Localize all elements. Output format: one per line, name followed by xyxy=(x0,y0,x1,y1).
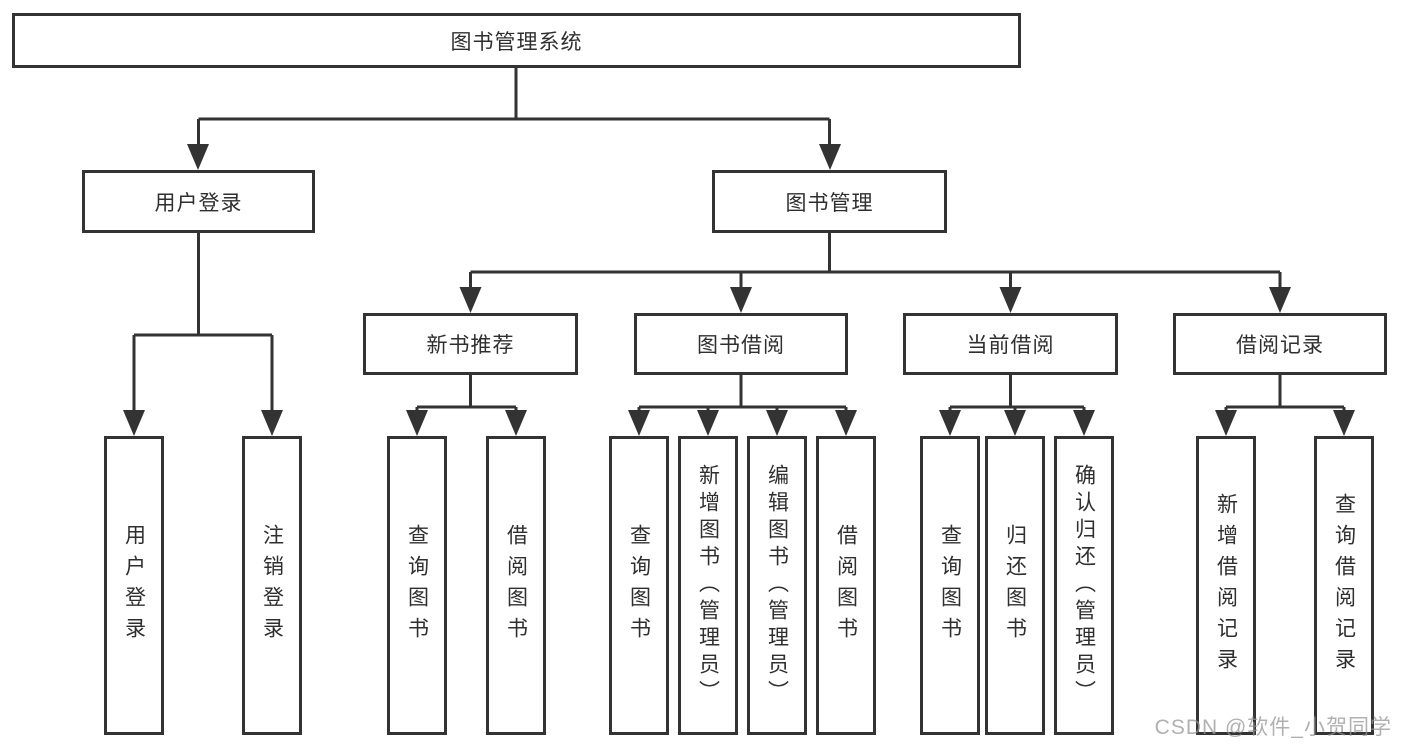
node-borrow-records-label: 借阅记录 xyxy=(1236,334,1324,357)
arrow-down-icon xyxy=(1004,410,1026,436)
arrow-down-icon xyxy=(999,287,1022,313)
arrow-down-icon xyxy=(1333,410,1355,436)
arrow-down-icon xyxy=(628,410,650,436)
arrow-down-icon xyxy=(1073,410,1095,436)
node-user-login: 用户登录 xyxy=(82,170,315,233)
leaf-confirm-return: 确认归还（管理员） xyxy=(1054,436,1114,735)
node-book-mgmt-label: 图书管理 xyxy=(785,191,874,215)
leaf-borrow-book-2-label: 借阅图书 xyxy=(834,523,858,648)
leaf-borrow-book-1: 借阅图书 xyxy=(486,436,546,735)
node-borrow-records: 借阅记录 xyxy=(1173,313,1387,375)
leaf-return-book: 归还图书 xyxy=(985,436,1045,735)
arrow-down-icon xyxy=(697,410,719,436)
leaf-query-book-3-label: 查询图书 xyxy=(938,523,962,648)
leaf-add-record: 新增借阅记录 xyxy=(1196,436,1256,735)
leaf-query-book-3: 查询图书 xyxy=(920,436,980,735)
leaf-user-login: 用户登录 xyxy=(104,436,164,735)
node-book-mgmt: 图书管理 xyxy=(712,170,947,233)
node-book-borrow-label: 图书借阅 xyxy=(697,334,785,357)
arrow-down-icon xyxy=(406,410,428,436)
arrow-down-icon xyxy=(187,144,209,170)
edge-root-to-level2 xyxy=(197,68,831,148)
edge-bookborrow-to-leaves xyxy=(637,375,848,416)
arrow-down-icon xyxy=(261,410,283,436)
node-user-login-label: 用户登录 xyxy=(154,191,243,215)
arrow-down-icon xyxy=(766,410,788,436)
node-new-book-rec: 新书推荐 xyxy=(363,313,578,375)
leaf-confirm-return-label: 确认归还（管理员） xyxy=(1072,464,1096,707)
edge-userlogin-to-leaves xyxy=(132,233,274,414)
edge-bookmgmt-to-level3 xyxy=(469,233,1282,291)
edge-newbookrec-to-leaves xyxy=(415,375,518,416)
leaf-edit-book: 编辑图书（管理员） xyxy=(747,436,807,735)
arrow-down-icon xyxy=(459,287,482,313)
leaf-return-book-label: 归还图书 xyxy=(1003,523,1027,648)
node-current-borrow-label: 当前借阅 xyxy=(966,334,1055,357)
leaf-logout-label: 注销登录 xyxy=(260,523,284,648)
leaf-borrow-book-2: 借阅图书 xyxy=(816,436,876,735)
leaf-borrow-book-1-label: 借阅图书 xyxy=(504,523,528,648)
leaf-edit-book-label: 编辑图书（管理员） xyxy=(765,464,789,707)
arrow-down-icon xyxy=(730,287,752,313)
node-root: 图书管理系统 xyxy=(12,13,1021,68)
edge-borrowrecords-to-leaves xyxy=(1224,375,1346,416)
arrow-down-icon xyxy=(505,410,527,436)
node-root-label: 图书管理系统 xyxy=(450,30,583,54)
arrow-down-icon xyxy=(939,410,961,436)
arrowheads xyxy=(123,144,1355,436)
leaf-query-record: 查询借阅记录 xyxy=(1314,436,1374,735)
arrow-down-icon xyxy=(835,410,857,436)
node-book-borrow: 图书借阅 xyxy=(634,313,848,375)
leaf-add-record-label: 新增借阅记录 xyxy=(1214,492,1238,679)
arrow-down-icon xyxy=(1269,287,1291,313)
leaf-add-book: 新增图书（管理员） xyxy=(678,436,738,735)
arrow-down-icon xyxy=(1215,410,1237,436)
leaf-query-record-label: 查询借阅记录 xyxy=(1332,492,1356,679)
leaf-query-book-2: 查询图书 xyxy=(609,436,669,735)
leaf-query-book-1-label: 查询图书 xyxy=(405,523,429,648)
leaf-query-book-1: 查询图书 xyxy=(387,436,447,735)
arrow-down-icon xyxy=(123,410,145,436)
leaf-logout: 注销登录 xyxy=(242,436,302,735)
arrow-down-icon xyxy=(819,144,841,170)
edge-currentborrow-to-leaves xyxy=(948,375,1086,416)
node-new-book-rec-label: 新书推荐 xyxy=(426,334,515,357)
leaf-add-book-label: 新增图书（管理员） xyxy=(696,464,720,707)
leaf-user-login-label: 用户登录 xyxy=(122,523,146,648)
watermark: CSDN @软件_小贺同学 xyxy=(1154,716,1392,739)
leaf-query-book-2-label: 查询图书 xyxy=(627,523,651,648)
node-current-borrow: 当前借阅 xyxy=(903,313,1118,375)
